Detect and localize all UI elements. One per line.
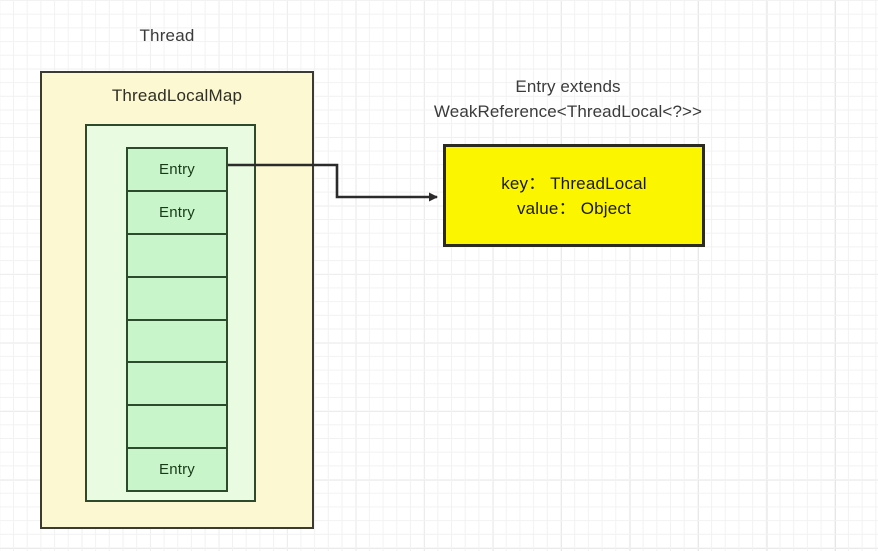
entry-value-line: value： Object bbox=[516, 198, 632, 218]
entry-cell[interactable]: Entry bbox=[126, 447, 228, 492]
thread-label: Thread bbox=[139, 26, 195, 45]
entry-cell-label: Entry bbox=[158, 461, 195, 479]
entry-cell[interactable] bbox=[126, 232, 228, 278]
entry-cell-label: Entry bbox=[158, 160, 195, 178]
entry-cell[interactable]: Entry bbox=[126, 147, 228, 192]
entry-detail-caption-line2: WeakReference<ThreadLocal<?>> bbox=[433, 102, 703, 121]
entry-cell[interactable] bbox=[126, 318, 228, 364]
entry-table: Entry Entry Entry bbox=[126, 147, 228, 492]
entry-cell[interactable] bbox=[126, 404, 228, 450]
entry-cell[interactable] bbox=[126, 361, 228, 407]
entry-detail-caption-line1: Entry extends bbox=[515, 77, 621, 96]
entry-cell-label: Entry bbox=[158, 203, 195, 221]
entry-detail-caption: Entry extends WeakReference<ThreadLocal<… bbox=[388, 74, 748, 124]
thread-local-map-label: ThreadLocalMap bbox=[111, 86, 243, 105]
entry-cell[interactable] bbox=[126, 275, 228, 321]
entry-key-line: key： ThreadLocal bbox=[501, 173, 647, 193]
entry-detail-box[interactable]: key： ThreadLocal value： Object bbox=[443, 144, 705, 247]
entry-cell[interactable]: Entry bbox=[126, 189, 228, 235]
